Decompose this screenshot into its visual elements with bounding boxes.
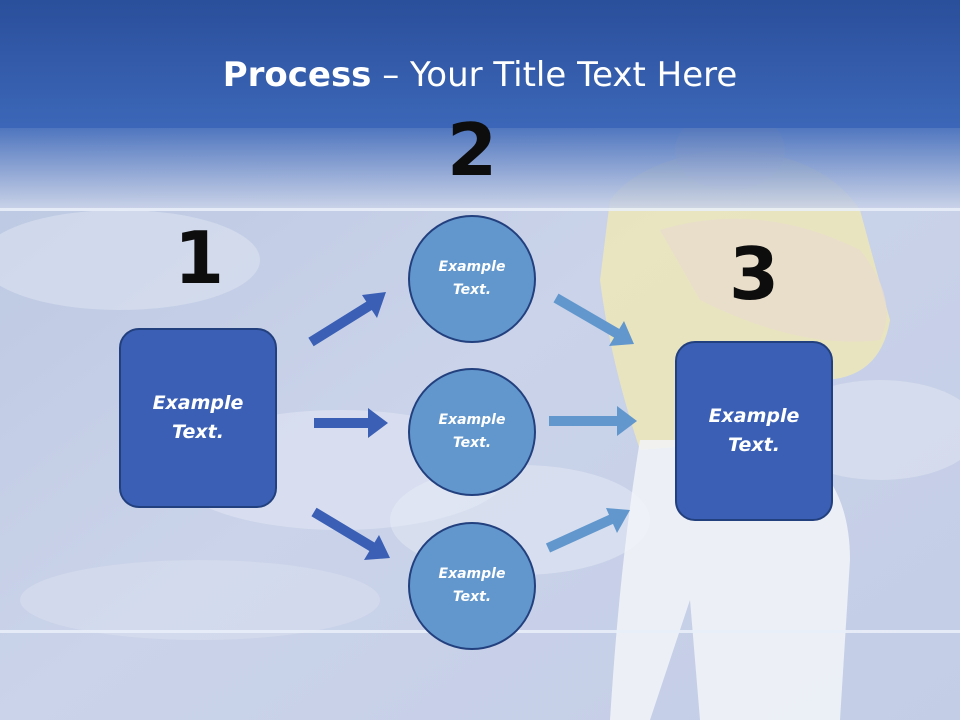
step2-circle-bottom: Example Text.: [408, 522, 536, 650]
step1-box: Example Text.: [119, 328, 277, 508]
step3-text: Example Text.: [708, 405, 800, 456]
slide-title: Process – Your Title Text Here: [0, 52, 960, 98]
step2-circle-middle-text: Example Text.: [438, 412, 506, 451]
step-number-1: 1: [173, 216, 225, 300]
title-bold: Process: [222, 55, 372, 95]
step2-circle-top-text: Example Text.: [438, 259, 506, 298]
step-number-3: 3: [728, 232, 780, 316]
title-rest: – Your Title Text Here: [371, 55, 738, 95]
step-number-2: 2: [446, 108, 498, 192]
step2-circle-top: Example Text.: [408, 215, 536, 343]
step1-text: Example Text.: [152, 392, 244, 443]
step2-circle-middle: Example Text.: [408, 368, 536, 496]
step3-box: Example Text.: [675, 341, 833, 521]
step2-circle-bottom-text: Example Text.: [438, 566, 506, 605]
